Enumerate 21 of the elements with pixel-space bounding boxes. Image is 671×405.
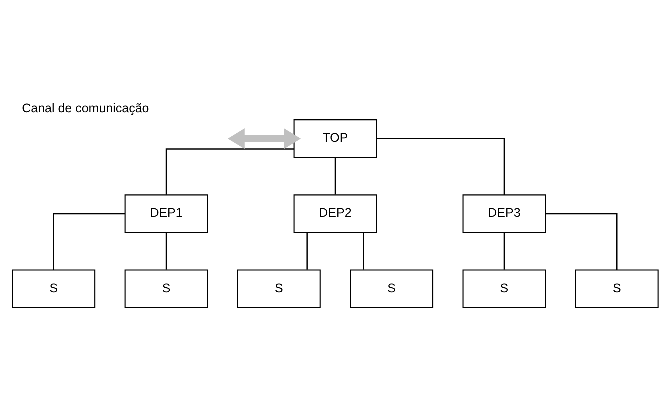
- connector: [546, 212, 618, 270]
- connector: [376, 138, 506, 194]
- connector: [306, 232, 308, 270]
- connector: [166, 148, 294, 194]
- node-box: S: [237, 269, 321, 308]
- node-box: DEP1: [124, 194, 208, 233]
- connector: [363, 232, 364, 270]
- node-box: S: [462, 269, 546, 308]
- node-box: DEP2: [294, 194, 378, 233]
- node-box: S: [575, 269, 659, 308]
- connector: [504, 232, 506, 270]
- node-box: TOP: [294, 119, 378, 158]
- node-box: DEP3: [462, 194, 546, 233]
- arrow: [228, 128, 302, 149]
- node-box: S: [124, 269, 208, 308]
- connector: [334, 157, 336, 194]
- diagram-title: Canal de comunicação: [22, 100, 150, 115]
- node-box: S: [12, 269, 96, 308]
- node-box: S: [350, 269, 434, 308]
- connector: [166, 232, 168, 270]
- connector: [53, 212, 126, 270]
